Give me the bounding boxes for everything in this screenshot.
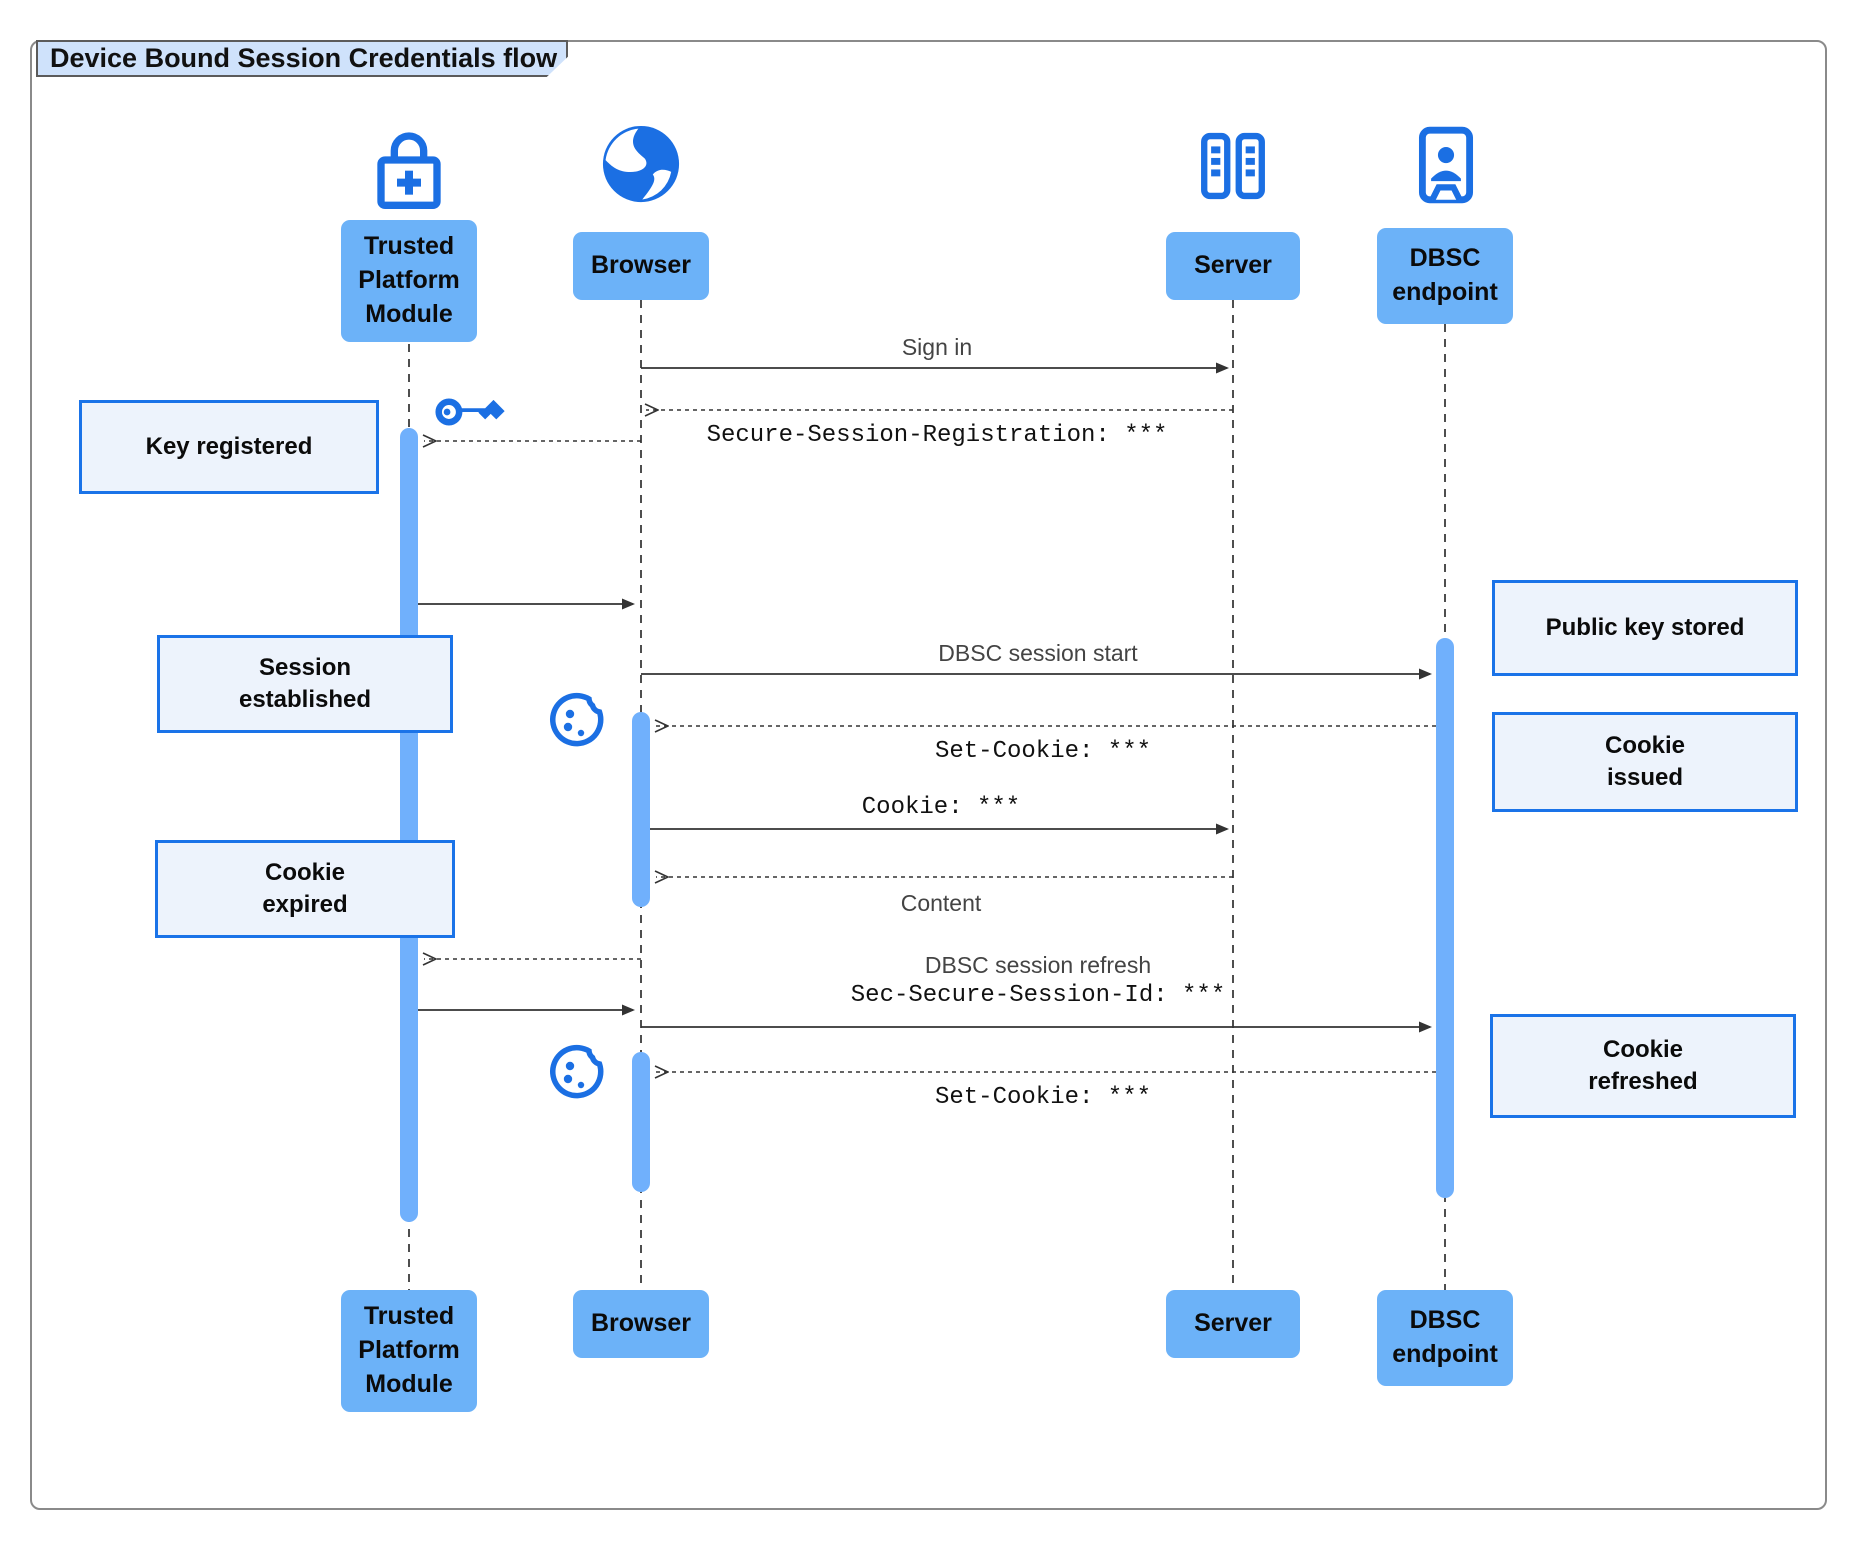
key-icon (435, 398, 505, 426)
message-label-dbsc-session-start: DBSC session start (938, 640, 1138, 666)
message-label-secure-session-registration: Secure-Session-Registration: *** (706, 422, 1168, 449)
note-key-registered: Key registered (79, 400, 379, 494)
activation-dbsc-endpoint (1436, 638, 1454, 1198)
message-label-sec-secure-session-id: Sec-Secure-Session-Id: *** (850, 982, 1226, 1009)
actor-label-server-top: Server (1166, 232, 1300, 300)
server-icon (1201, 132, 1265, 200)
note-cookie-refreshed: Cookie refreshed (1490, 1014, 1796, 1118)
actor-label-dbsc-top: DBSC endpoint (1377, 228, 1513, 324)
cookie-icon (550, 692, 604, 747)
activation-browser-1 (632, 712, 650, 907)
doorway-person-icon (1418, 126, 1474, 204)
message-label-dbsc-session-refresh: DBSC session refresh (924, 952, 1152, 978)
actor-label-browser-top: Browser (573, 232, 709, 300)
message-label-set-cookie-2: Set-Cookie: *** (934, 1084, 1152, 1111)
note-cookie-expired: Cookie expired (155, 840, 455, 938)
message-label-cookie: Cookie: *** (861, 794, 1021, 821)
cookie-icon (550, 1044, 604, 1099)
note-public-key-stored: Public key stored (1492, 580, 1798, 676)
message-label-set-cookie-1: Set-Cookie: *** (934, 738, 1152, 765)
note-session-established: Session established (157, 635, 453, 733)
activation-tpm (400, 428, 418, 1222)
diagram-title: Device Bound Session Credentials flow (50, 43, 558, 73)
message-label-sign-in: Sign in (901, 334, 973, 360)
diagram-title-tab: Device Bound Session Credentials flow (36, 40, 568, 77)
note-cookie-issued: Cookie issued (1492, 712, 1798, 812)
actor-label-browser-bottom: Browser (573, 1290, 709, 1358)
actor-label-tpm-bottom: Trusted Platform Module (341, 1290, 477, 1412)
message-label-content: Content (900, 890, 982, 916)
actor-label-server-bottom: Server (1166, 1290, 1300, 1358)
actor-label-tpm-top: Trusted Platform Module (341, 220, 477, 342)
globe-icon (602, 125, 680, 203)
actor-label-dbsc-bottom: DBSC endpoint (1377, 1290, 1513, 1386)
lock-plus-icon (377, 132, 441, 209)
activation-browser-2 (632, 1052, 650, 1192)
